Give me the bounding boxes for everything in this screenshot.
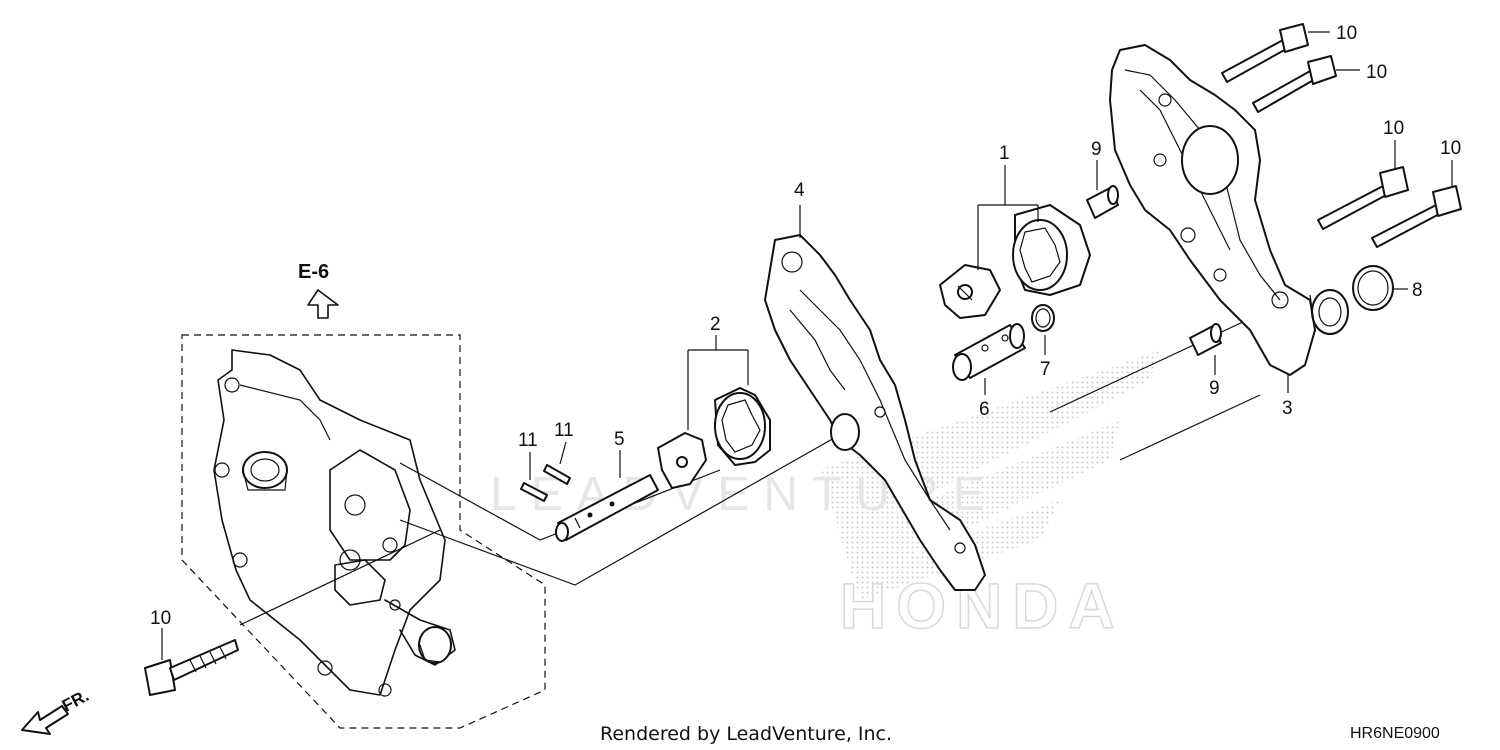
outer-rotor-large[interactable] <box>1012 204 1091 296</box>
callout-11b[interactable]: 11 <box>554 420 574 441</box>
flange-bolts-upper[interactable] <box>1221 23 1462 248</box>
pump-plate[interactable] <box>764 234 986 591</box>
dowel-pins[interactable] <box>520 464 571 502</box>
callout-10c[interactable]: 10 <box>1383 118 1404 139</box>
callout-8[interactable]: 8 <box>1412 280 1423 301</box>
front-arrow-icon <box>21 705 69 735</box>
callout-3[interactable]: 3 <box>1282 398 1293 419</box>
up-arrow-icon <box>307 289 339 319</box>
assembly-guides <box>239 299 1291 626</box>
leader-lines <box>161 31 1453 660</box>
callout-7[interactable]: 7 <box>1040 359 1051 380</box>
callout-6[interactable]: 6 <box>979 399 990 420</box>
o-ring-large[interactable] <box>1352 265 1394 311</box>
callout-9a[interactable]: 9 <box>1091 139 1102 160</box>
reference-label[interactable]: E-6 <box>298 261 329 283</box>
callout-10d[interactable]: 10 <box>1440 138 1461 159</box>
callouts: 10 10 10 10 8 1 9 7 6 9 3 4 2 5 11 11 10 <box>150 23 1461 629</box>
inner-rotor-small[interactable] <box>657 432 707 489</box>
dowel-lower[interactable] <box>1189 323 1222 356</box>
callout-10a[interactable]: 10 <box>1336 23 1357 44</box>
outer-rotor-small[interactable] <box>714 387 771 466</box>
crankcase-cover-area <box>181 334 546 729</box>
reference-e6[interactable]: E-6 <box>298 261 339 319</box>
pump-body[interactable] <box>1109 44 1349 376</box>
footer-credit: Rendered by LeadVenture, Inc. <box>600 723 892 745</box>
pump-shaft[interactable] <box>555 474 659 542</box>
callout-10e[interactable]: 10 <box>150 608 171 629</box>
callout-1[interactable]: 1 <box>999 143 1010 164</box>
rotor-pin[interactable] <box>952 323 1026 381</box>
front-indicator: FR. <box>21 686 92 735</box>
callout-11a[interactable]: 11 <box>518 430 538 451</box>
callout-5[interactable]: 5 <box>614 429 625 450</box>
o-ring-small[interactable] <box>1031 304 1055 332</box>
callout-2[interactable]: 2 <box>710 314 721 335</box>
callout-9b[interactable]: 9 <box>1209 378 1220 399</box>
callout-4[interactable]: 4 <box>794 180 805 201</box>
callout-10b[interactable]: 10 <box>1366 62 1387 83</box>
drawing-code: HR6NE0900 <box>1350 725 1440 742</box>
flange-bolt-lower[interactable] <box>144 639 239 696</box>
dowel-upper[interactable] <box>1086 185 1119 219</box>
inner-rotor-large[interactable] <box>939 264 1001 319</box>
